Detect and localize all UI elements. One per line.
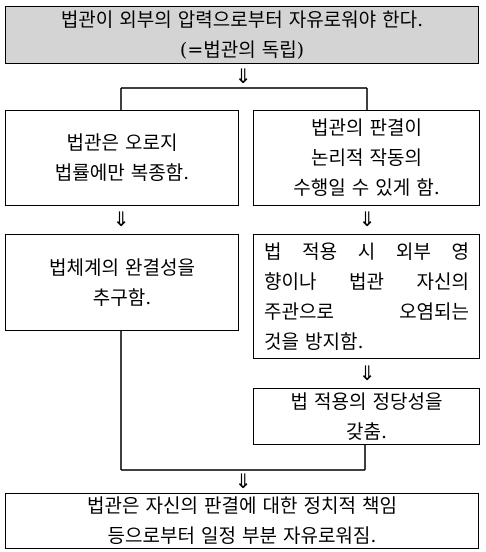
- right-box-1-line-2: 논리적 작동의: [311, 147, 422, 169]
- right-box-1: 법관의 판결이 논리적 작동의 수행일 수 있게 함.: [253, 110, 480, 206]
- left-box-1-line-2: 법률에만 복종함.: [54, 162, 190, 184]
- right-box-3-line-1: 법 적용의 정당성을: [290, 390, 443, 413]
- right-box-2-line-3: 주관으로 오염되는: [264, 300, 469, 323]
- arrow-down-icon: ⇓: [358, 207, 376, 231]
- left-box-1: 법관은 오로지 법률에만 복종함.: [5, 110, 239, 206]
- right-box-2-line-4: 것을 방지함.: [264, 330, 364, 353]
- right-box-1-line-3: 수행일 수 있게 함.: [293, 177, 440, 199]
- right-box-3: 법 적용의 정당성을 갖춤.: [253, 388, 480, 445]
- arrow-down-icon: ⇓: [234, 64, 252, 88]
- left-box-2-line-1: 법체계의 완결성을: [49, 256, 195, 279]
- arrow-down-icon: ⇓: [112, 207, 130, 231]
- top-box-line-2: (=법관의 독립): [179, 39, 305, 61]
- top-box: 법관이 외부의 압력으로부터 자유로워야 한다. (=법관의 독립): [5, 6, 479, 64]
- bottom-box: 법관은 자신의 판결에 대한 정치적 책임 등으로부터 일정 부분 자유로워짐.: [5, 493, 479, 549]
- bottom-box-line-1: 법관은 자신의 판결에 대한 정치적 책임: [87, 495, 397, 517]
- left-box-2-line-2: 추구함.: [92, 286, 152, 309]
- left-box-1-line-1: 법관은 오로지: [66, 132, 178, 154]
- right-box-3-line-2: 갖춤.: [346, 420, 387, 443]
- right-box-2: 법 적용 시 외부 영 향이나 법관 자신의 주관으로 오염되는 것을 방지함.: [253, 234, 480, 359]
- right-box-1-line-1: 법관의 판결이: [311, 117, 422, 139]
- right-box-2-line-1: 법 적용 시 외부 영: [264, 240, 469, 263]
- arrow-down-icon: ⇓: [358, 361, 376, 385]
- right-box-2-line-2: 향이나 법관 자신의: [264, 270, 469, 293]
- left-box-2: 법체계의 완결성을 추구함.: [5, 234, 239, 331]
- bottom-box-line-2: 등으로부터 일정 부분 자유로워짐.: [107, 525, 377, 547]
- arrow-down-icon: ⇓: [234, 469, 252, 493]
- top-box-line-1: 법관이 외부의 압력으로부터 자유로워야 한다.: [60, 9, 424, 31]
